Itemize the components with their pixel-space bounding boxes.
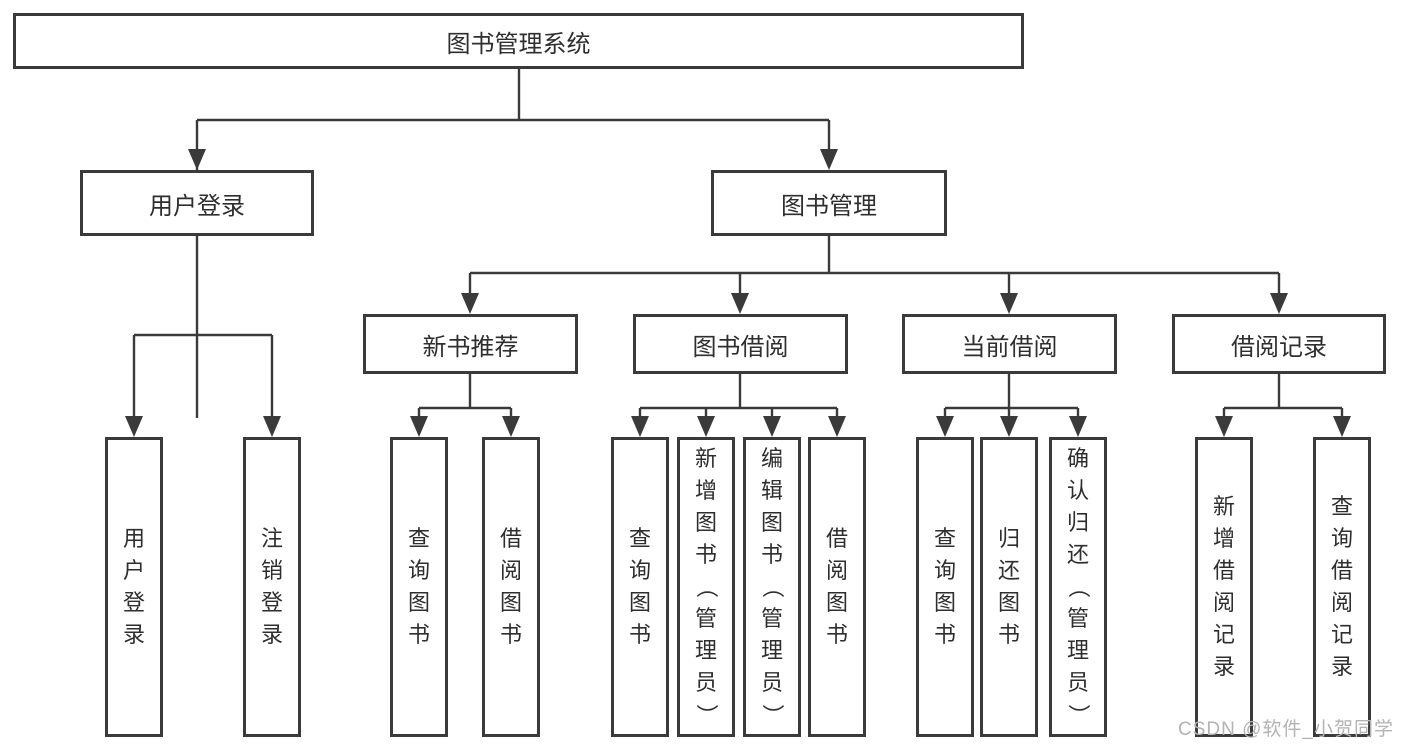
leaf-logout: 注销登录 [243, 437, 301, 737]
leaf-add-books-admin: 新增图书（管理员） [677, 437, 735, 737]
arrow-icon [1000, 293, 1018, 314]
node-borrow-records: 借阅记录 [1172, 314, 1386, 374]
arrow-icon [263, 416, 281, 437]
leaf-query-books: 查询图书 [390, 437, 448, 737]
leaf-edit-books-admin: 编辑图书（管理员） [743, 437, 801, 737]
node-current-borrowing: 当前借阅 [902, 314, 1117, 374]
node-new-book-recommendation: 新书推荐 [363, 314, 578, 374]
arrow-icon [731, 293, 749, 314]
arrow-icon [502, 416, 520, 437]
leaf-query-books: 查询图书 [916, 437, 974, 737]
arrow-icon [125, 416, 143, 437]
node-book-borrowing: 图书借阅 [633, 314, 848, 374]
arrow-icon [1215, 416, 1233, 437]
csdn-watermark: CSDN @软件_小贺同学 [1178, 719, 1394, 740]
node-user-login: 用户登录 [80, 170, 314, 236]
leaf-query-borrow-record: 查询借阅记录 [1313, 437, 1371, 737]
node-system-root: 图书管理系统 [13, 13, 1024, 69]
arrow-icon [1333, 416, 1351, 437]
leaf-add-borrow-record: 新增借阅记录 [1195, 437, 1253, 737]
arrow-icon [820, 149, 838, 170]
leaf-query-books: 查询图书 [611, 437, 669, 737]
arrow-icon [1270, 293, 1288, 314]
leaf-confirm-return-admin: 确认归还（管理员） [1049, 437, 1107, 737]
arrowheads [125, 149, 1351, 437]
arrow-icon [631, 416, 649, 437]
leaf-borrow-books: 借阅图书 [482, 437, 540, 737]
leaf-user-login: 用户登录 [105, 437, 163, 737]
arrow-icon [1000, 416, 1018, 437]
leaf-borrow-books: 借阅图书 [808, 437, 866, 737]
arrow-icon [697, 416, 715, 437]
arrow-icon [1069, 416, 1087, 437]
node-book-management: 图书管理 [711, 170, 947, 236]
arrow-icon [188, 149, 206, 170]
leaf-return-books: 归还图书 [980, 437, 1038, 737]
arrow-icon [828, 416, 846, 437]
arrow-icon [410, 416, 428, 437]
arrow-icon [461, 293, 479, 314]
arrow-icon [763, 416, 781, 437]
arrow-icon [936, 416, 954, 437]
